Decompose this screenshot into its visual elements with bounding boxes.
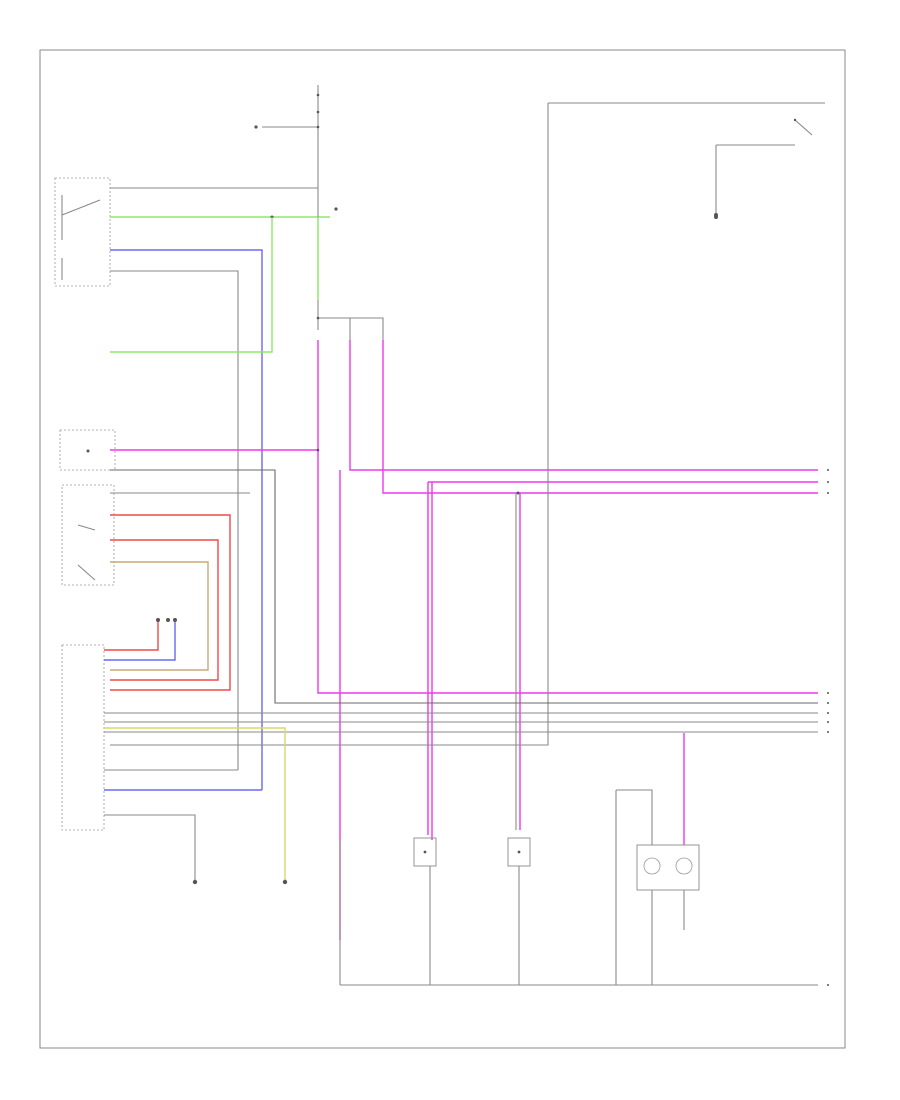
right-turn-switch — [61, 484, 115, 586]
left-turn-relay — [54, 177, 111, 287]
lamp-combo-right — [615, 733, 700, 985]
splice-junction — [827, 469, 829, 986]
lighting-switch — [714, 118, 813, 217]
lamp-rear-left — [507, 837, 531, 985]
ground-right — [714, 215, 718, 219]
ground-left — [192, 879, 198, 885]
lamp-side-left — [413, 837, 437, 985]
turn-signal-module — [61, 618, 818, 880]
ground-mid — [282, 879, 288, 885]
diagram-frame — [39, 49, 846, 1049]
ignition-fuse-group — [254, 85, 320, 190]
hazard-switch — [59, 429, 818, 704]
